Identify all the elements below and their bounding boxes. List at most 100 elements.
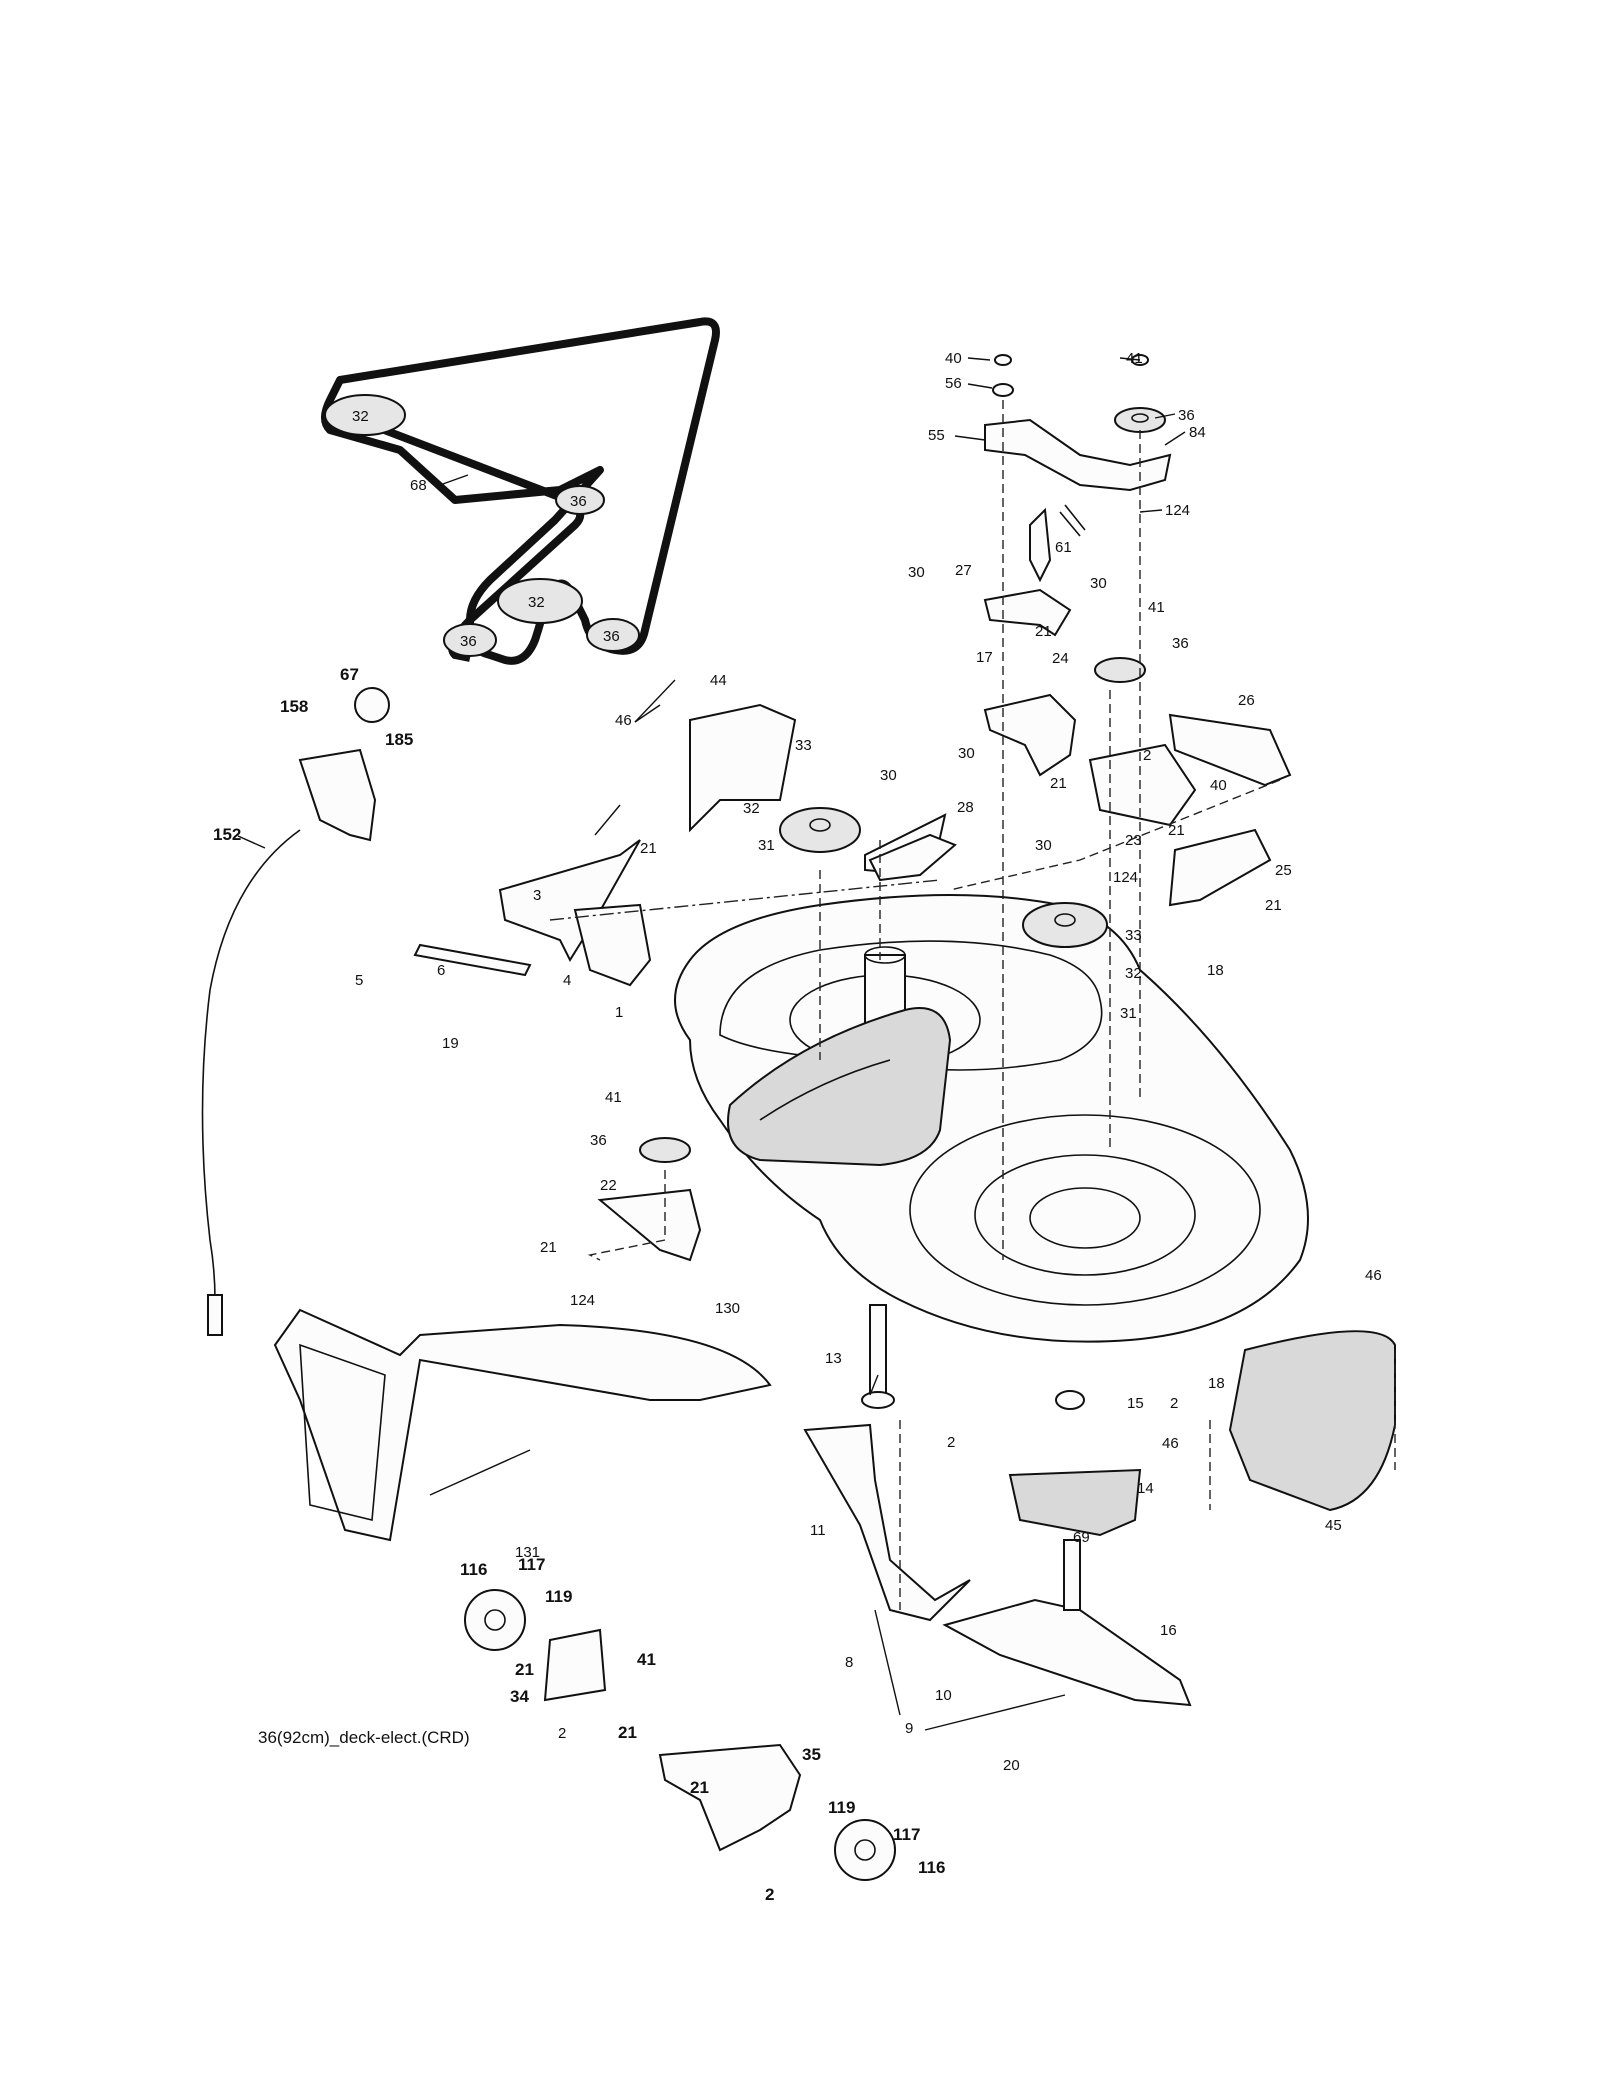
leader-lines [237,357,1186,1731]
callout: 33 [1125,927,1142,944]
callout: 32 [743,800,760,817]
callout: 2 [765,1885,774,1904]
blade-16 [942,1598,1192,1707]
callout: 21 [1035,623,1052,640]
callout: 119 [545,1587,572,1606]
callout: 69 [1073,1529,1090,1546]
callout: 30 [908,564,925,581]
pulley-36-left [443,623,497,657]
callout: 117 [518,1555,545,1574]
callout: 24 [1052,650,1069,667]
callout: 41 [1126,350,1143,367]
callout: 2 [558,1725,566,1742]
callout: 61 [1055,539,1072,556]
wheel-117-top [464,1589,526,1651]
callout: 117 [893,1825,920,1844]
callout: 18 [1208,1375,1225,1392]
callout: 33 [795,737,812,754]
alignment-lines [549,400,1396,1610]
callout: 31 [758,837,775,854]
callout: 2 [947,1434,955,1451]
idler-bracket-assembly [779,354,1292,948]
callout: 8 [845,1654,853,1671]
callout: 32 [1125,965,1142,982]
callout: 31 [1120,1005,1137,1022]
spindle-housing-14 [1008,1468,1142,1537]
callout: 119 [828,1798,855,1817]
callout: 116 [460,1560,487,1579]
callout: 36 [1172,635,1189,652]
callout: 11 [810,1522,826,1539]
callout: 131 [515,1544,540,1561]
callout: 36 [590,1132,607,1149]
callout: 41 [1148,599,1165,616]
pulley-36-mid [555,485,605,515]
callout: 21 [690,1778,709,1797]
callout: 30 [958,745,975,762]
callout: 30 [1090,575,1107,592]
wheel-117-bottom [834,1819,896,1881]
spindle-13 [869,1304,887,1396]
belt-pulley-label: 32 [352,408,369,425]
belt-pulley-label: 36 [570,493,587,510]
blade-11 [803,1423,971,1622]
callout: 5 [355,972,363,989]
callout: 21 [640,840,657,857]
mulch-plug-45 [1228,1330,1396,1512]
callout: 84 [1189,424,1206,441]
callout: 30 [880,767,897,784]
spindle-69 [1063,1539,1081,1611]
callout: 21 [515,1660,534,1679]
callout: 68 [410,477,427,494]
callout: 158 [280,697,308,716]
callout: 2 [1143,747,1151,764]
diagram-caption: 36(92cm)_deck-elect.(CRD) [258,1728,470,1747]
mower-deck [674,894,1309,1343]
callout: 21 [540,1239,557,1256]
callout: 21 [1168,822,1185,839]
callout: 124 [570,1292,595,1309]
belt-pulley-label: 32 [528,594,545,611]
callout: 41 [605,1089,622,1106]
pulley-36-right [586,618,640,652]
callout: 3 [533,887,541,904]
callout: 14 [1137,1480,1154,1497]
pulley-32-top [324,394,406,436]
callout: 22 [600,1177,617,1194]
callout: 21 [1050,775,1067,792]
callout: 9 [905,1720,913,1737]
callout: 41 [637,1650,656,1669]
belt-pulley-label: 36 [460,633,477,650]
belt-assembly: 32 36 32 36 36 [321,317,720,665]
callout: 2 [1170,1395,1178,1412]
pulley-32-center [497,578,583,624]
callout: 45 [1325,1517,1342,1534]
callout: 13 [825,1350,842,1367]
callout: 26 [1238,692,1255,709]
callout: 40 [945,350,962,367]
callout: 30 [1035,837,1052,854]
callout: 46 [1162,1435,1179,1452]
ball-67 [354,687,390,723]
callout: 4 [563,972,571,989]
callout: 6 [437,962,445,979]
callout: 40 [1210,777,1227,794]
callout: 67 [340,665,359,684]
callout: 152 [213,825,241,844]
callout: 27 [955,562,972,579]
callout: 46 [615,712,632,729]
callout: 21 [618,1723,637,1742]
callout: 21 [1265,897,1282,914]
spindle-blade-assembly [803,1304,1396,1707]
callout: 17 [976,649,993,666]
callout: 23 [1125,832,1142,849]
discharge-chute [273,1308,772,1542]
callout: 20 [1003,1757,1020,1774]
callout: 18 [1207,962,1224,979]
callout-labels: 40 41 56 36 55 84 124 61 30 27 30 41 21 … [213,350,1382,1904]
deck-discharge-shield [727,1007,952,1167]
callout: 25 [1275,862,1292,879]
lift-bracket-assembly [201,687,957,1336]
callout: 56 [945,375,962,392]
